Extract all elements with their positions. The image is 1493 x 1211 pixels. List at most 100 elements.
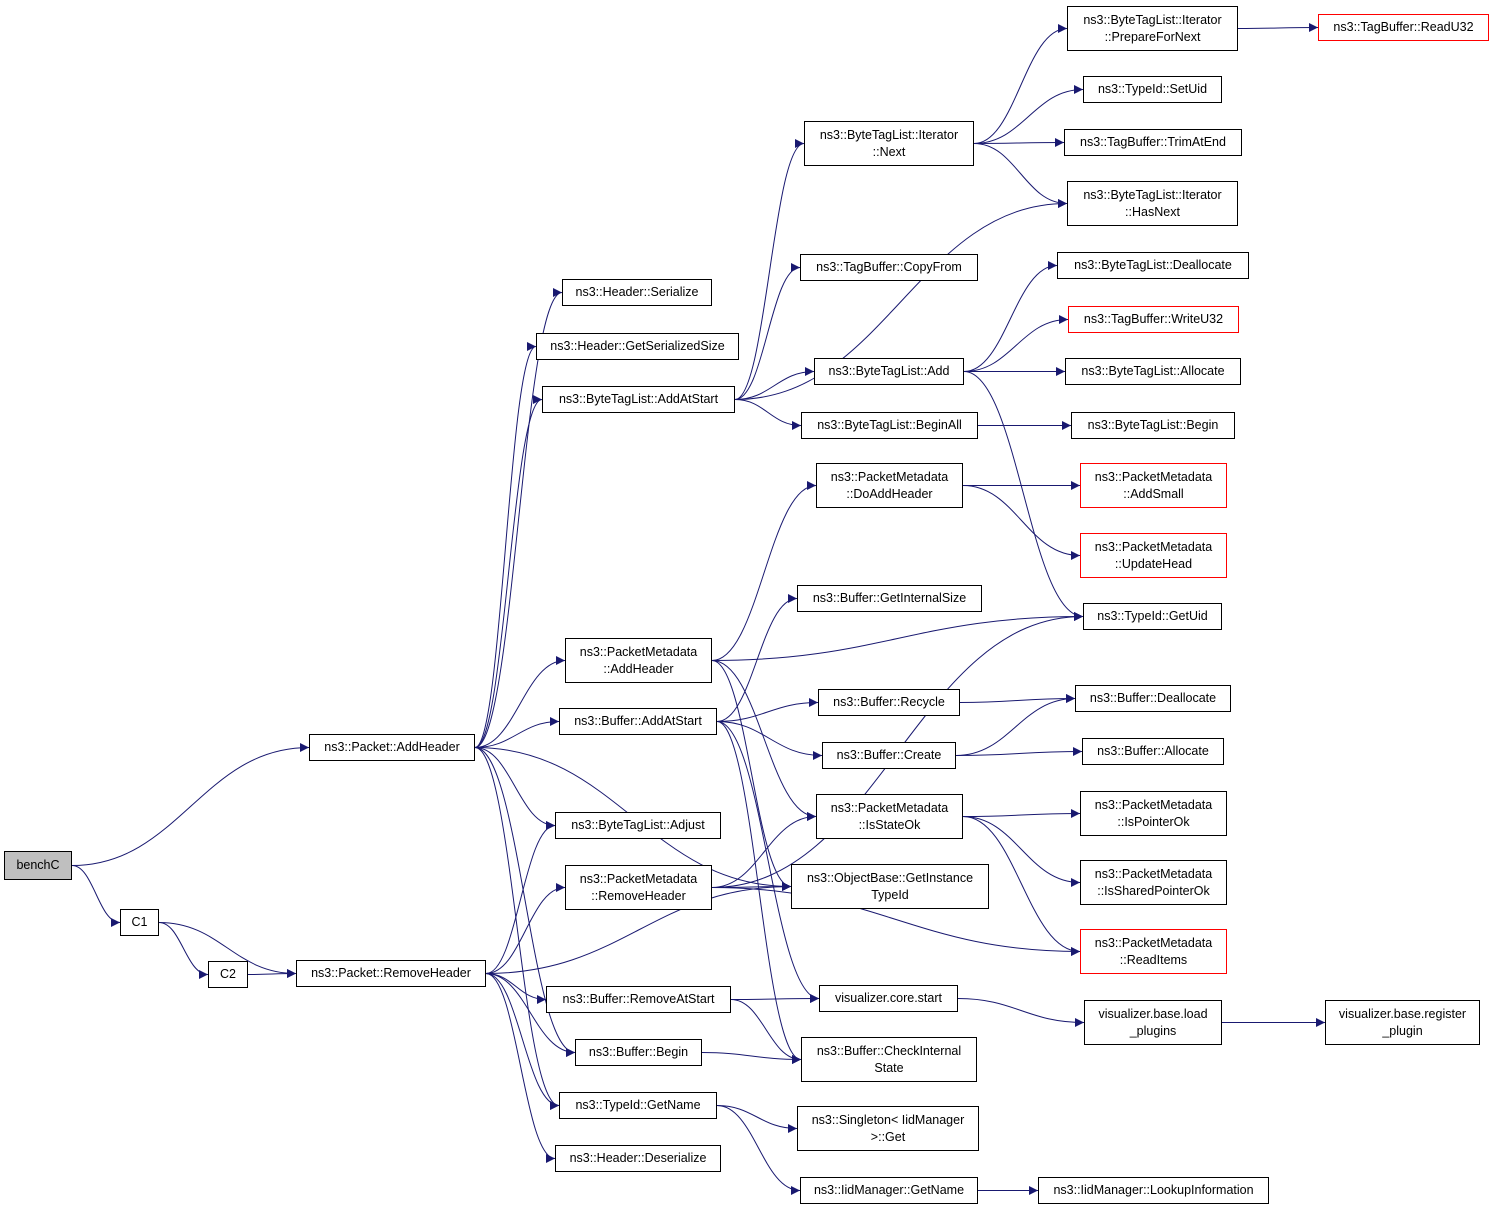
edge-buffer-removeatstart-to-visualizer-core-start (730, 994, 820, 1004)
edge-buffer-removeatstart-to-buffer-checkinternalstate (730, 999, 802, 1064)
node-buffer-allocate[interactable]: ns3::Buffer::Allocate (1082, 738, 1224, 765)
edge-iterator-next-to-iterator-hasnext (973, 143, 1068, 208)
node-tagbuffer-readu32[interactable]: ns3::TagBuffer::ReadU32 (1318, 14, 1489, 41)
edge-packet-addheader-to-packetmetadata-addheader (474, 656, 566, 748)
node-packetmetadata-doaddheader[interactable]: ns3::PacketMetadata::DoAddHeader (816, 463, 963, 508)
edge-packet-addheader-to-typeid-getname (474, 747, 560, 1110)
edge-packet-addheader-to-bytetaglist-adjust (474, 747, 556, 830)
node-bytetaglist-allocate[interactable]: ns3::ByteTagList::Allocate (1065, 358, 1241, 385)
node-label-line: ::IsPointerOk (1117, 814, 1190, 829)
node-bytetaglist-addatstart[interactable]: ns3::ByteTagList::AddAtStart (542, 386, 735, 413)
node-label-line: ns3::PacketMetadata (830, 800, 949, 815)
node-iterator-hasnext[interactable]: ns3::ByteTagList::Iterator::HasNext (1067, 181, 1238, 226)
node-packetmetadata-ispointerok[interactable]: ns3::PacketMetadata::IsPointerOk (1080, 791, 1227, 836)
node-header-serialize[interactable]: ns3::Header::Serialize (562, 279, 712, 306)
node-bytetaglist-begin[interactable]: ns3::ByteTagList::Begin (1071, 412, 1235, 439)
edge-bytetaglist-addatstart-to-bytetaglist-beginall (734, 399, 802, 430)
node-label-line: TypeId (871, 887, 909, 902)
node-label-line: ns3::Buffer::RemoveAtStart (562, 992, 715, 1006)
node-label-line: ::AddSmall (1123, 486, 1184, 501)
node-packetmetadata-readitems[interactable]: ns3::PacketMetadata::ReadItems (1080, 929, 1227, 974)
node-buffer-getinternalsize[interactable]: ns3::Buffer::GetInternalSize (797, 585, 982, 612)
node-tagbuffer-trimatend[interactable]: ns3::TagBuffer::TrimAtEnd (1064, 129, 1242, 156)
node-label-line: _plugin (1382, 1023, 1423, 1038)
node-label-line: >::Get (870, 1129, 906, 1144)
node-benchC[interactable]: benchC (4, 851, 72, 880)
node-typeid-getname[interactable]: ns3::TypeId::GetName (559, 1092, 717, 1119)
node-label-line: ns3::Header::Serialize (575, 285, 699, 299)
node-buffer-recycle[interactable]: ns3::Buffer::Recycle (818, 689, 960, 716)
node-iidmanager-getname[interactable]: ns3::IidManager::GetName (800, 1177, 978, 1204)
node-packetmetadata-addheader[interactable]: ns3::PacketMetadata::AddHeader (565, 638, 712, 683)
node-label-line: ::HasNext (1125, 204, 1180, 219)
node-iterator-next[interactable]: ns3::ByteTagList::Iterator::Next (804, 121, 974, 166)
node-label-line: ::IsSharedPointerOk (1097, 883, 1210, 898)
node-typeid-getuid[interactable]: ns3::TypeId::GetUid (1083, 603, 1222, 630)
node-iterator-preparefornext[interactable]: ns3::ByteTagList::Iterator::PrepareForNe… (1067, 6, 1238, 51)
node-label-line: ns3::ByteTagList::Iterator (1083, 187, 1222, 202)
node-label-line: ::PrepareForNext (1104, 29, 1201, 44)
node-label-line: ns3::PacketMetadata (1094, 935, 1213, 950)
node-label-line: ns3::Header::Deserialize (569, 1151, 707, 1165)
node-bytetaglist-beginall[interactable]: ns3::ByteTagList::BeginAll (801, 412, 978, 439)
node-singleton-get[interactable]: ns3::Singleton< IidManager>::Get (797, 1106, 979, 1151)
edge-packetmetadata-addheader-to-objectbase-getinstancetypeid (711, 660, 792, 891)
node-bytetaglist-deallocate[interactable]: ns3::ByteTagList::Deallocate (1057, 252, 1249, 279)
node-tagbuffer-writeu32[interactable]: ns3::TagBuffer::WriteU32 (1068, 306, 1239, 333)
node-packetmetadata-isstateok[interactable]: ns3::PacketMetadata::IsStateOk (816, 794, 963, 839)
node-label-line: ::ReadItems (1119, 952, 1188, 967)
node-packet-removeheader[interactable]: ns3::Packet::RemoveHeader (296, 960, 486, 987)
edge-benchC-to-C1 (71, 865, 121, 927)
node-visualizer-base-register-plugin[interactable]: visualizer.base.register _plugin (1325, 1000, 1480, 1045)
edge-packet-removeheader-to-typeid-getname (485, 973, 560, 1110)
node-packetmetadata-issharedpointerok[interactable]: ns3::PacketMetadata::IsSharedPointerOk (1080, 860, 1227, 905)
edge-typeid-getname-to-iidmanager-getname (716, 1105, 801, 1195)
node-header-deserialize[interactable]: ns3::Header::Deserialize (555, 1145, 721, 1172)
edge-packet-removeheader-to-packetmetadata-removeheader (485, 883, 566, 974)
edge-bytetaglist-addatstart-to-iterator-next (734, 139, 805, 400)
node-tagbuffer-copyfrom[interactable]: ns3::TagBuffer::CopyFrom (800, 254, 978, 281)
node-buffer-removeatstart[interactable]: ns3::Buffer::RemoveAtStart (546, 986, 731, 1013)
node-visualizer-base-load-plugins[interactable]: visualizer.base.load_plugins (1084, 1000, 1222, 1045)
node-visualizer-core-start[interactable]: visualizer.core.start (819, 985, 958, 1012)
node-label-line: ns3::TypeId::GetUid (1097, 609, 1208, 623)
node-C2[interactable]: C2 (208, 961, 248, 988)
node-label-line: ns3::ByteTagList::Iterator (1083, 12, 1222, 27)
node-label-line: ns3::PacketMetadata (1094, 539, 1213, 554)
node-packetmetadata-updatehead[interactable]: ns3::PacketMetadata::UpdateHead (1080, 533, 1227, 578)
node-packetmetadata-addsmall[interactable]: ns3::PacketMetadata::AddSmall (1080, 463, 1227, 508)
node-label-line: ns3::TagBuffer::ReadU32 (1333, 20, 1474, 34)
node-bytetaglist-adjust[interactable]: ns3::ByteTagList::Adjust (555, 812, 721, 839)
node-header-getserializedsize[interactable]: ns3::Header::GetSerializedSize (536, 333, 739, 360)
edge-layer (71, 23, 1325, 1195)
edge-visualizer-core-start-to-visualizer-base-load-plugins (957, 998, 1085, 1027)
node-packet-addheader[interactable]: ns3::Packet::AddHeader (309, 734, 475, 761)
node-packetmetadata-removeheader[interactable]: ns3::PacketMetadata::RemoveHeader (565, 865, 712, 910)
node-buffer-deallocate[interactable]: ns3::Buffer::Deallocate (1075, 685, 1231, 712)
node-bytetaglist-add[interactable]: ns3::ByteTagList::Add (814, 358, 964, 385)
node-C1[interactable]: C1 (120, 909, 159, 936)
node-label-line: ns3::PacketMetadata (1094, 469, 1213, 484)
node-label-line: ns3::Buffer::AddAtStart (574, 714, 702, 728)
node-buffer-begin[interactable]: ns3::Buffer::Begin (575, 1039, 702, 1066)
node-typeid-setuid[interactable]: ns3::TypeId::SetUid (1083, 76, 1222, 103)
node-label-line: visualizer.base.register (1338, 1006, 1467, 1021)
edge-C1-to-C2 (158, 922, 209, 979)
node-label-line: ns3::Singleton< IidManager (811, 1112, 965, 1127)
node-label-line: ns3::PacketMetadata (830, 469, 949, 484)
node-iidmanager-lookupinformation[interactable]: ns3::IidManager::LookupInformation (1038, 1177, 1269, 1204)
node-buffer-create[interactable]: ns3::Buffer::Create (822, 742, 956, 769)
edge-packetmetadata-removeheader-to-packetmetadata-isstateok (711, 812, 817, 888)
edge-buffer-recycle-to-buffer-deallocate (959, 694, 1076, 704)
edge-packet-addheader-to-buffer-begin (474, 747, 576, 1057)
edge-packet-addheader-to-header-serialize (474, 288, 563, 748)
edge-benchC-to-packet-addheader (71, 743, 310, 866)
node-label-line: ns3::ByteTagList::Begin (1087, 418, 1219, 432)
edge-packet-removeheader-to-buffer-begin (485, 973, 576, 1057)
node-label-line: ns3::Buffer::Create (836, 748, 942, 762)
node-label-line: ns3::PacketMetadata (579, 871, 698, 886)
node-buffer-addatstart[interactable]: ns3::Buffer::AddAtStart (559, 708, 717, 735)
node-label-line: ns3::Buffer::GetInternalSize (812, 591, 967, 605)
